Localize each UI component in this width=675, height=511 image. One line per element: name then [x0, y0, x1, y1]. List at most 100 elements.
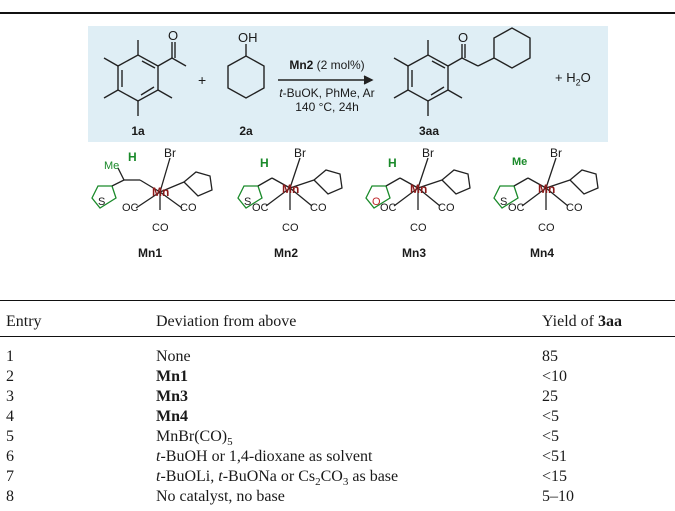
row-deviation-rest-3: CO	[320, 468, 343, 485]
row-deviation-rest: -BuOLi,	[160, 468, 219, 485]
label-1a: 1a	[131, 124, 145, 138]
row-deviation: t-BuOLi, t-BuONa or Cs2CO3 as base	[156, 468, 398, 491]
row-deviation: Mn3	[156, 388, 188, 405]
row-deviation-rest: -BuOH or 1,4-dioxane as solvent	[160, 448, 373, 465]
row-deviation-rest-2: -BuONa or Cs	[222, 468, 316, 485]
row-deviation-italic: t	[156, 448, 161, 465]
product-oxygen-label: O	[458, 30, 469, 45]
row-entry: 8	[6, 488, 14, 505]
row-deviation-italic-2: t	[218, 468, 223, 485]
catalyst-label-mn2: Mn2	[274, 246, 298, 260]
mn1-br: Br	[164, 146, 176, 160]
water-subscript: 2	[575, 77, 581, 88]
row-entry: 3	[6, 388, 14, 405]
row-yield: 85	[542, 348, 558, 365]
mn2-h: H	[260, 156, 269, 170]
water-prefix: + H	[555, 70, 576, 85]
row-yield: <10	[542, 368, 568, 385]
table-header-rule	[0, 336, 675, 337]
mn4-co: CO	[566, 202, 583, 214]
conditions-base-solvent: t-BuOK, PhMe, Ar	[276, 86, 378, 100]
plus-sign: +	[198, 72, 207, 88]
catalyst-label-mn3: Mn3	[402, 246, 426, 260]
header-entry: Entry	[6, 313, 42, 330]
conditions-catalyst: Mn2 (2 mol%)	[282, 58, 372, 72]
row-entry: 7	[6, 468, 14, 485]
row-deviation: t-BuOH or 1,4-dioxane as solvent	[156, 448, 372, 466]
mn4-mn: Mn	[538, 182, 556, 196]
row-entry: 6	[6, 448, 14, 465]
mn4-s: S	[500, 196, 508, 208]
row-deviation: MnBr(CO)5	[156, 428, 233, 451]
top-rule	[0, 12, 675, 14]
row-yield: <5	[542, 428, 560, 445]
row-yield: <15	[542, 468, 568, 485]
catalyst-label-mn1: Mn1	[138, 246, 162, 260]
mn4-oc: OC	[508, 202, 525, 214]
conditions-base-rest: -BuOK, PhMe, Ar	[282, 86, 375, 100]
header-yield-compound: 3aa	[598, 313, 622, 330]
row-deviation-sub-2: 3	[342, 476, 349, 489]
header-yield: Yield of 3aa	[542, 313, 622, 331]
row-entry: 5	[6, 428, 14, 445]
compound-2a-structure	[227, 44, 265, 99]
mn2-br: Br	[294, 146, 306, 160]
reaction-scheme	[91, 27, 599, 210]
conditions-temperature: 140 °C, 24h	[295, 100, 359, 114]
row-yield: <51	[542, 448, 568, 465]
hydroxyl-label: OH	[238, 30, 258, 45]
mn4-br: Br	[550, 146, 562, 160]
row-deviation: None	[156, 348, 191, 365]
catalyst-mn1-structure	[91, 157, 213, 210]
mn2-mn: Mn	[282, 182, 300, 196]
mn2-oc: OC	[252, 202, 269, 214]
mn1-h: H	[128, 150, 137, 164]
row-entry: 2	[6, 368, 14, 385]
row-deviation-sub: 2	[315, 476, 321, 489]
mn3-o: O	[372, 196, 381, 208]
mn3-h: H	[388, 156, 397, 170]
mn2-co-bottom: CO	[282, 222, 299, 234]
mn3-br: Br	[422, 146, 434, 160]
catalyst-mn2-structure	[237, 157, 343, 210]
row-deviation-sub: 5	[227, 436, 233, 449]
row-deviation: Mn1	[156, 368, 188, 385]
row-deviation: Mn4	[156, 408, 188, 425]
row-yield: 5–10	[542, 488, 574, 505]
catalyst-mn4-structure	[493, 157, 599, 210]
row-yield: 25	[542, 388, 558, 405]
row-deviation-rest-4: as base	[348, 468, 399, 485]
mn2-co: CO	[310, 202, 327, 214]
compound-1a-structure	[103, 40, 187, 116]
mn3-mn: Mn	[410, 182, 428, 196]
conditions-tert: t	[279, 86, 283, 100]
conditions-catalyst-name: Mn2	[289, 58, 314, 72]
ketone-oxygen-label: O	[168, 28, 179, 43]
row-yield: <5	[542, 408, 560, 425]
mn4-me: Me	[512, 156, 528, 168]
mn1-s: S	[98, 196, 106, 208]
water-byproduct: + H2O	[555, 70, 591, 88]
header-deviation: Deviation from above	[156, 313, 297, 330]
label-2a: 2a	[239, 124, 253, 138]
row-deviation: No catalyst, no base	[156, 488, 285, 505]
row-deviation-main: MnBr(CO)	[156, 428, 228, 445]
mn1-co: CO	[180, 202, 197, 214]
compound-3aa-structure	[393, 27, 531, 116]
mn3-co-bottom: CO	[410, 222, 427, 234]
mn1-co-bottom: CO	[152, 222, 169, 234]
mn2-s: S	[244, 196, 252, 208]
mn3-co: CO	[438, 202, 455, 214]
row-deviation-italic: t	[156, 468, 161, 485]
mn3-oc: OC	[380, 202, 397, 214]
conditions-loading: (2 mol%)	[313, 58, 365, 72]
table-top-rule	[0, 300, 675, 301]
header-yield-prefix: Yield of	[542, 313, 598, 330]
mn1-mn: Mn	[152, 185, 170, 199]
catalyst-label-mn4: Mn4	[530, 246, 554, 260]
row-entry: 4	[6, 408, 14, 425]
catalyst-mn3-structure	[365, 157, 471, 210]
mn1-me: Me	[104, 160, 120, 172]
row-entry: 1	[6, 348, 14, 365]
label-3aa: 3aa	[418, 124, 440, 138]
